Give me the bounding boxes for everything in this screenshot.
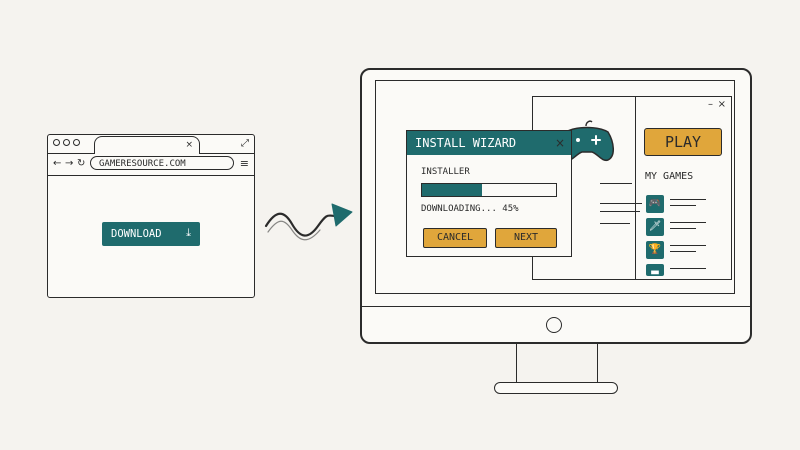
game-title-line — [670, 268, 706, 269]
launcher-divider — [635, 97, 636, 279]
game-title-line — [670, 205, 696, 206]
address-bar[interactable]: GAMERESOURCE.COM — [90, 156, 234, 170]
close-icon[interactable]: × — [717, 99, 726, 110]
game-item-partial-icon[interactable]: ▬ — [646, 264, 664, 278]
forward-arrow-icon[interactable]: → — [65, 158, 74, 169]
menu-icon[interactable]: ≡ — [239, 157, 249, 170]
expand-icon[interactable]: ⤢ — [241, 138, 249, 149]
game-item-sword-icon[interactable]: 🗡 — [646, 218, 664, 236]
download-button[interactable]: DOWNLOAD ⤓ — [102, 222, 200, 246]
monitor-stand-neck — [516, 344, 598, 384]
wizard-title-bar: INSTALL WIZARD × — [407, 131, 571, 155]
download-icon: ⤓ — [186, 226, 191, 239]
game-title-line — [670, 222, 706, 223]
tab-close-icon[interactable]: × — [185, 140, 193, 150]
installer-label: INSTALLER — [421, 167, 470, 177]
browser-window: × ⤢ ← → ↻ GAMERESOURCE.COM ≡ DOWNLOAD ⤓ — [47, 134, 255, 298]
browser-tab[interactable]: × — [94, 136, 200, 154]
my-games-heading: MY GAMES — [645, 171, 694, 182]
progress-bar — [421, 183, 557, 197]
window-minimize-dot[interactable] — [63, 139, 70, 146]
window-close-dot[interactable] — [53, 139, 60, 146]
game-title-line — [670, 245, 706, 246]
wizard-title: INSTALL WIZARD — [415, 136, 517, 150]
squiggle-arrow-icon — [264, 203, 353, 241]
minimize-icon[interactable]: – — [708, 99, 713, 110]
browser-tab-bar: × ⤢ — [48, 135, 254, 154]
install-wizard-dialog: INSTALL WIZARD × INSTALLER DOWNLOADING..… — [406, 130, 572, 257]
text-line — [600, 223, 630, 224]
game-title-line — [670, 228, 696, 229]
text-line — [600, 183, 632, 184]
window-maximize-dot[interactable] — [73, 139, 80, 146]
game-title-line — [670, 199, 706, 200]
progress-status: DOWNLOADING... 45% — [421, 204, 519, 214]
close-icon[interactable]: × — [554, 136, 565, 150]
game-item-trophy-icon[interactable]: 🏆 — [646, 241, 664, 259]
browser-nav-bar: ← → ↻ GAMERESOURCE.COM ≡ — [48, 153, 254, 176]
next-button[interactable]: NEXT — [495, 228, 557, 248]
text-line — [600, 203, 642, 204]
cancel-button[interactable]: CANCEL — [423, 228, 487, 248]
play-button[interactable]: PLAY — [644, 128, 722, 156]
back-arrow-icon[interactable]: ← — [53, 158, 62, 169]
game-item-controller-icon[interactable]: 🎮 — [646, 195, 664, 213]
download-button-label: DOWNLOAD — [111, 228, 162, 240]
reload-icon[interactable]: ↻ — [77, 158, 86, 169]
monitor-stand-base — [494, 382, 618, 394]
text-line — [600, 211, 640, 212]
progress-bar-fill — [422, 184, 483, 196]
power-button-icon[interactable] — [546, 317, 562, 333]
game-title-line — [670, 251, 696, 252]
monitor-chin-divider — [362, 306, 750, 307]
